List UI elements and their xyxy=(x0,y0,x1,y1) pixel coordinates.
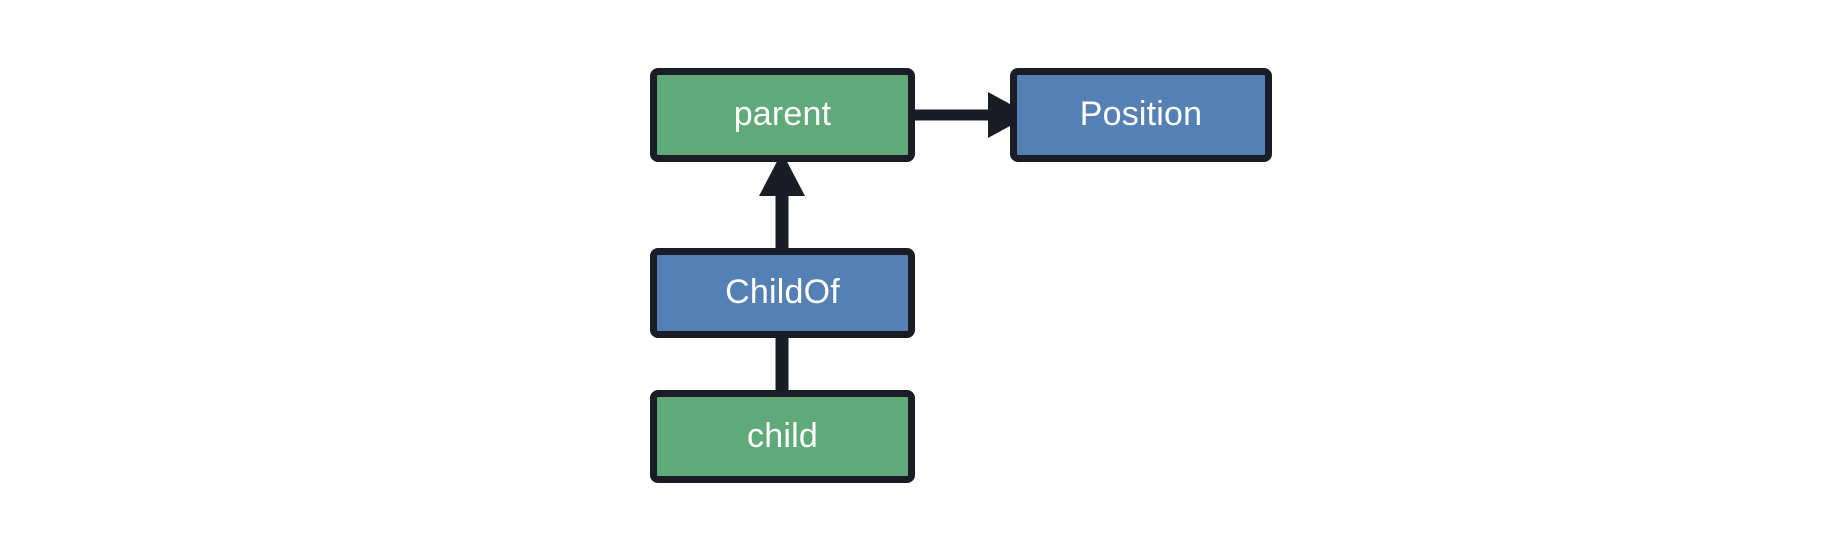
node-parent-label: parent xyxy=(733,95,832,133)
node-child[interactable]: child xyxy=(650,390,915,483)
node-parent[interactable]: parent xyxy=(650,68,915,162)
node-position[interactable]: Position xyxy=(1010,68,1272,162)
node-childof-label: ChildOf xyxy=(725,273,840,311)
edge-childof-to-parent xyxy=(759,152,805,250)
node-childof[interactable]: ChildOf xyxy=(650,248,915,338)
node-child-label: child xyxy=(747,416,818,455)
node-position-label: Position xyxy=(1079,95,1203,133)
